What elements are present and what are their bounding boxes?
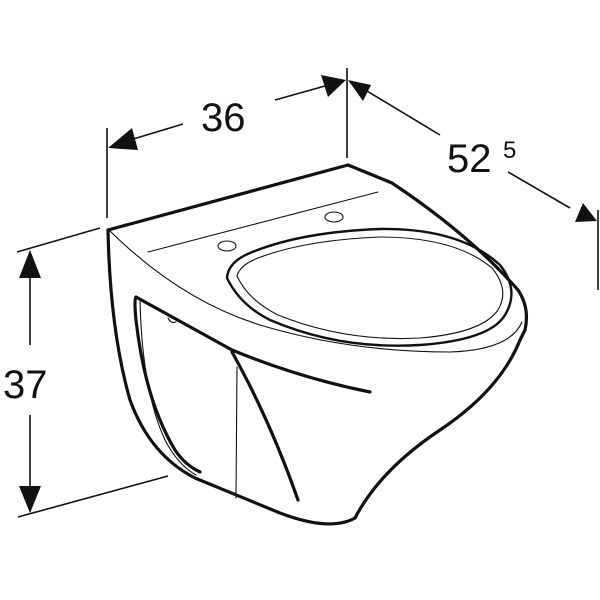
width-dim-line-left <box>129 123 184 141</box>
toilet-bowl <box>106 163 529 526</box>
depth-label-main: 52 <box>447 137 492 181</box>
side-recess-vertical-line <box>235 366 238 499</box>
side-recess-left-edge <box>133 295 202 474</box>
side-recess-top-edge <box>134 295 372 394</box>
depth-arrow-bottom-icon <box>575 203 597 222</box>
side-recess-front-curve <box>230 350 300 502</box>
height-extension-line-bottom <box>17 475 169 518</box>
height-label: 37 <box>3 363 48 407</box>
side-recess-small-notch <box>167 317 177 324</box>
seat-fixing-hole-left-icon <box>217 240 237 252</box>
depth-arrow-top-icon <box>348 80 371 101</box>
bowl-opening-inner <box>236 236 504 340</box>
bowl-outer-contour <box>106 228 527 526</box>
bowl-opening-outer <box>225 227 513 347</box>
height-arrow-top-icon <box>19 250 41 278</box>
seat-fixing-hole-right-icon <box>324 211 344 223</box>
width-dimension: 36 <box>106 68 348 218</box>
width-arrow-right-icon <box>321 75 346 97</box>
top-surface-front-edge <box>109 230 523 353</box>
bowl-top-outline <box>106 163 529 332</box>
height-dimension: 37 <box>3 227 169 518</box>
width-arrow-left-icon <box>108 128 138 150</box>
depth-dim-line-top <box>361 87 441 136</box>
depth-dimension: 52 5 <box>348 80 599 290</box>
height-arrow-bottom-icon <box>19 486 41 513</box>
depth-label-superscript: 5 <box>503 137 516 164</box>
side-recess-inner-line <box>139 299 197 476</box>
depth-dim-line-bottom <box>507 171 571 209</box>
top-surface-back-line <box>147 191 379 253</box>
height-extension-line-top <box>16 227 101 253</box>
width-label: 36 <box>201 96 246 140</box>
width-dim-line-right <box>274 85 326 101</box>
